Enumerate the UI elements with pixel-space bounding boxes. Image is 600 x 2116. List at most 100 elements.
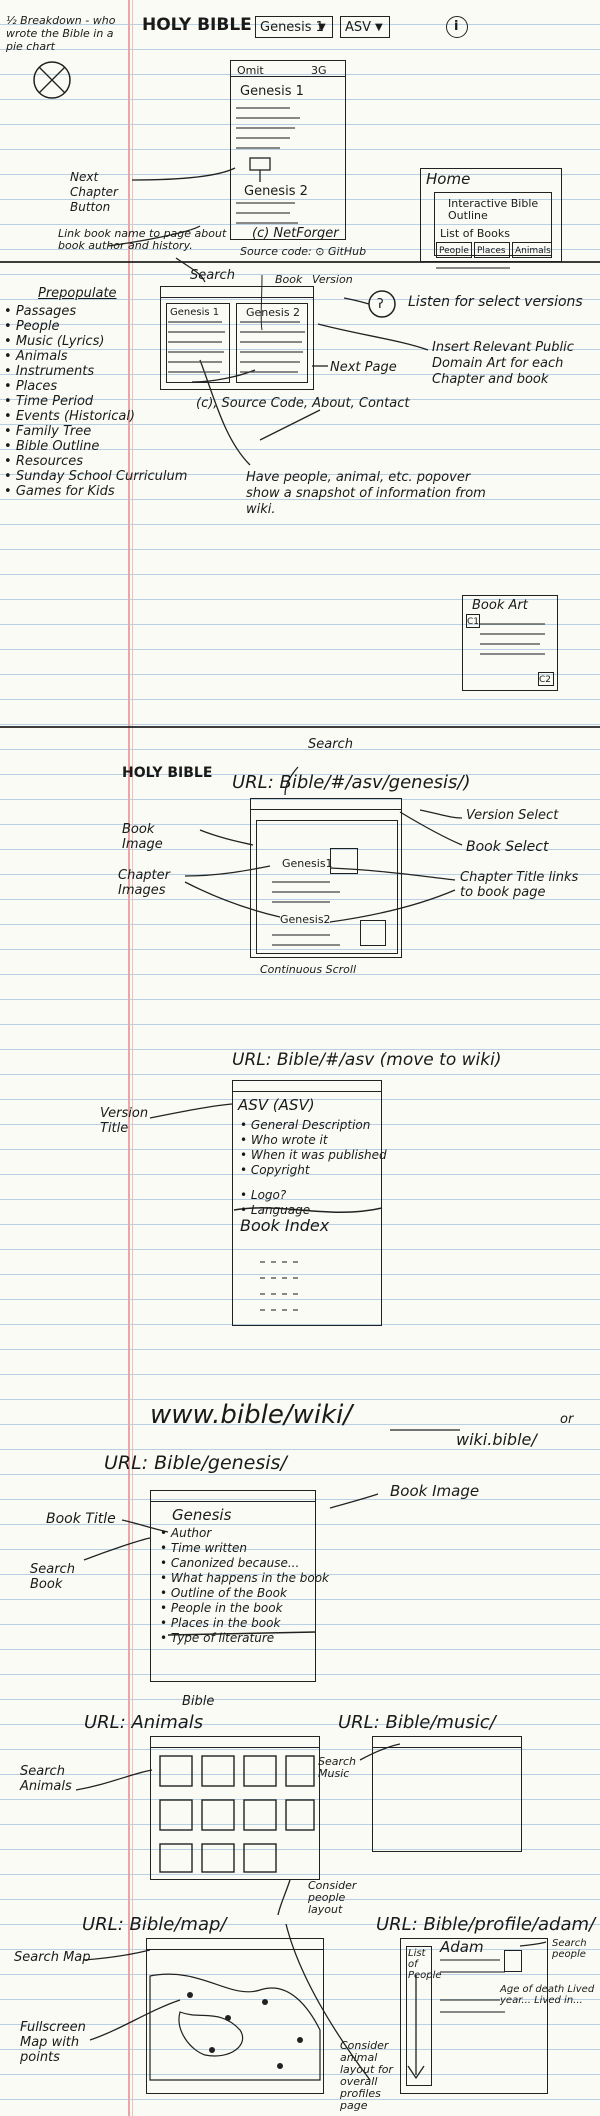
book-select[interactable]: Genesis 1 ▼ (255, 16, 333, 38)
book-image-note-5: Book Image (390, 1482, 480, 1500)
art-c1-label: C1 (467, 617, 480, 627)
music-mockup (372, 1736, 522, 1852)
version-select-note: Version Select (466, 808, 559, 823)
chapter-1-link[interactable]: Genesis1 (282, 857, 333, 870)
url-animals: URL: Animals (84, 1712, 204, 1733)
list-item: • Author (160, 1526, 212, 1540)
people-list-panel (406, 1946, 432, 2086)
list-item-text: Passages (15, 304, 77, 319)
url-3: URL: Bible/#/asv/genesis/) (232, 772, 471, 793)
list-item-text: Music (Lyrics) (15, 334, 105, 349)
list-item: • Logo? (240, 1188, 287, 1202)
list-item: • People (4, 319, 60, 334)
search-label: Search (190, 268, 235, 283)
pie-chart-note: ⅟₂ Breakdown - who wrote the Bible in a … (6, 14, 116, 53)
book-index-heading: Book Index (240, 1216, 330, 1235)
list-item: • General Description (240, 1118, 371, 1132)
people-button[interactable]: People (436, 242, 472, 258)
list-item: • Events (Historical) (4, 409, 135, 424)
list-item-text: What happens in the book (170, 1571, 330, 1585)
bible-label: Bible (182, 1694, 215, 1709)
music-toolbar (372, 1736, 522, 1748)
book-art-mockup (462, 595, 558, 691)
url-4: URL: Bible/#/asv (move to wiki) (232, 1050, 502, 1070)
info-button[interactable]: i (446, 16, 468, 38)
ear-icon[interactable]: ʔ (377, 297, 384, 312)
copyright-text: (c) NetForger (252, 226, 339, 241)
list-item: • Passages (4, 304, 77, 319)
phone-divider (230, 76, 346, 77)
list-item-text: Outline of the Book (170, 1586, 287, 1600)
home-outline-link[interactable]: Interactive Bible Outline (448, 197, 539, 222)
list-item-text: Family Tree (15, 424, 92, 439)
right-page-title[interactable]: Genesis 2 (246, 306, 301, 319)
animals-button-label: Animals (515, 246, 551, 256)
list-item-text: People in the book (170, 1601, 283, 1615)
list-item: • Time written (160, 1541, 247, 1555)
book-page-mockup (150, 1490, 316, 1682)
book-select-value: Genesis 1 (260, 20, 324, 35)
list-item: • Who wrote it (240, 1133, 328, 1147)
scroll-toolbar (250, 798, 402, 810)
margin-line (128, 0, 130, 2116)
art-c2-label: C2 (539, 675, 552, 685)
list-item: • Instruments (4, 364, 95, 379)
animals-mockup (150, 1736, 320, 1880)
list-of-people-label: List of People (408, 1948, 442, 1981)
places-button[interactable]: Places (474, 242, 510, 258)
chevron-down-icon: ▼ (318, 22, 326, 33)
url-music: URL: Bible/music/ (338, 1712, 496, 1733)
wiki-url-2: wiki.bible/ (456, 1430, 537, 1449)
desktop-toolbar (160, 286, 314, 298)
search-label-3: Search (308, 737, 353, 752)
link-book-note: Link book name to page about book author… (58, 227, 227, 252)
next-page-note: Next Page (330, 360, 397, 375)
feature-list: • Passages • People • Music (Lyrics) • A… (4, 304, 204, 499)
list-item: • Places (4, 379, 58, 394)
source-code-link[interactable]: Source code: ⊙ GitHub (240, 245, 367, 258)
home-books-link[interactable]: List of Books (440, 227, 510, 240)
book-image-note: Book Image (122, 822, 163, 852)
list-item: • Type of literature (160, 1631, 275, 1645)
chapter-2-title[interactable]: Genesis 2 (244, 184, 308, 199)
version-select[interactable]: ASV ▼ (340, 16, 390, 38)
list-item: • Music (Lyrics) (4, 334, 105, 349)
continuous-scroll-note: Continuous Scroll (260, 963, 357, 976)
list-item-text: People (15, 319, 60, 334)
phone-status: Omit (237, 64, 264, 77)
profile-mockup (400, 1938, 548, 2094)
footer-links[interactable]: (c), Source Code, About, Contact (196, 396, 410, 411)
listen-note: Listen for select versions (408, 294, 583, 310)
left-page-title[interactable]: Genesis 1 (170, 307, 220, 318)
or-text: or (560, 1412, 574, 1427)
home-title: Home (426, 170, 471, 188)
list-item-text: General Description (250, 1118, 371, 1132)
consider-people-note: Consider people layout (308, 1879, 357, 1916)
fullscreen-map-note: Fullscreen Map with points (20, 2020, 86, 2065)
home-screen (434, 192, 552, 256)
list-item-text: Games for Kids (15, 484, 115, 499)
right-page (236, 303, 308, 383)
search-book-note: Search Book (30, 1562, 75, 1592)
chapter-2-link[interactable]: Genesis2 (280, 913, 331, 926)
book-select-note: Book Select (466, 839, 549, 855)
version-title-note: Version Title (100, 1106, 149, 1136)
chapter-images-note: Chapter Images (118, 868, 170, 898)
margin-line-inner (132, 0, 133, 2116)
chapter-1-title[interactable]: Genesis 1 (240, 84, 304, 99)
list-item-text: Places (15, 379, 58, 394)
list-item-text: Language (250, 1203, 311, 1217)
animals-button[interactable]: Animals (512, 242, 552, 258)
list-item-text: Canonized because... (170, 1556, 300, 1570)
search-music-note: Search Music (318, 1755, 357, 1780)
places-button-label: Places (477, 246, 506, 256)
map-toolbar (146, 1938, 324, 1950)
list-item: • Canonized because... (160, 1556, 300, 1570)
scroll-content (256, 820, 398, 954)
desktop-mockup (160, 286, 314, 390)
art-c2-box: C2 (538, 672, 554, 686)
list-item: • Outline of the Book (160, 1586, 287, 1600)
next-chapter-note: Next Chapter Button (70, 170, 118, 214)
art-c1-box: C1 (466, 614, 480, 628)
